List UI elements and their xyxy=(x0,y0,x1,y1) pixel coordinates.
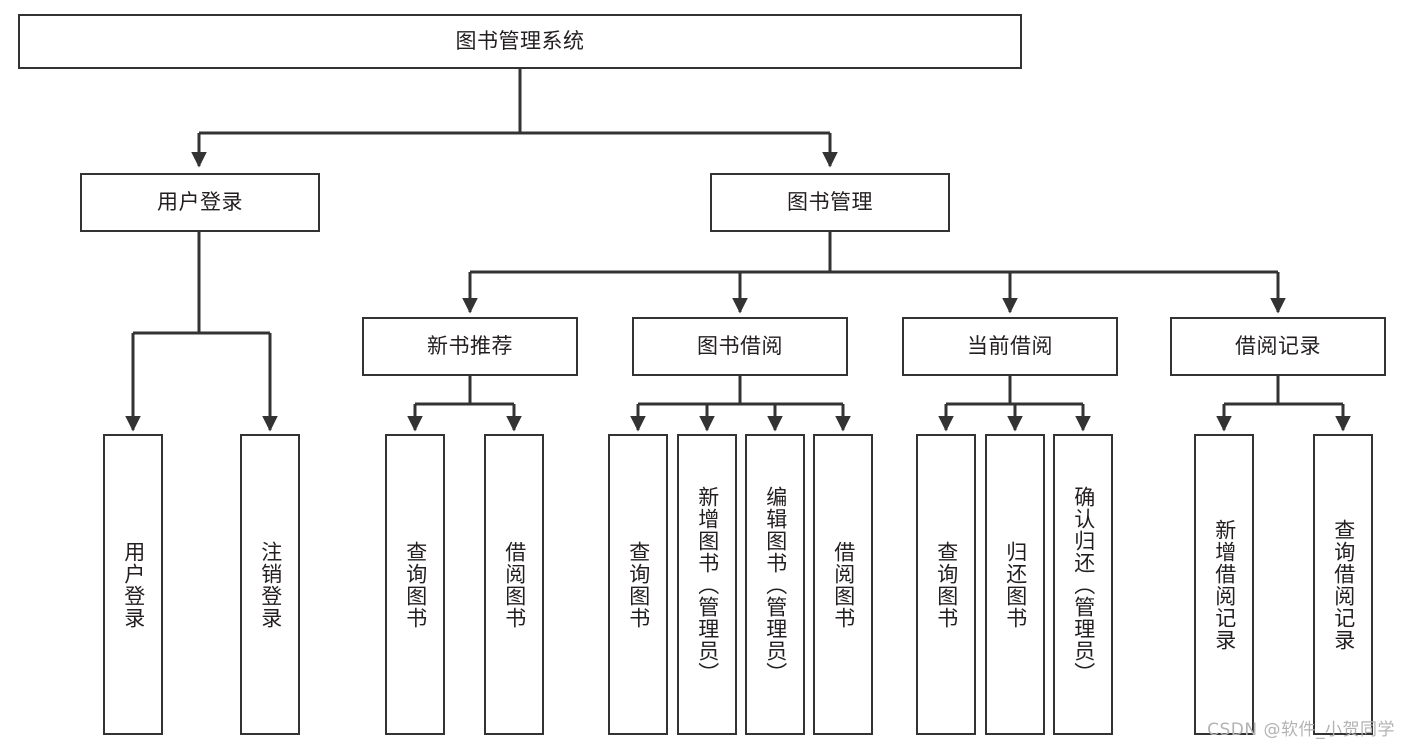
node-label: 查询图书 xyxy=(626,540,651,629)
node-label: 查询图书 xyxy=(934,540,959,629)
node-label: 注销登录 xyxy=(258,540,283,629)
node-root-system[interactable]: 图书管理系统 xyxy=(18,14,1022,69)
node-label: 新增图书（管理员） xyxy=(695,485,720,684)
node-label: 借阅图书 xyxy=(502,540,527,629)
node-label: 新书推荐 xyxy=(427,334,513,359)
leaf-query-borrow-record[interactable]: 查询借阅记录 xyxy=(1313,434,1373,735)
leaf-confirm-return[interactable]: 确认归还（管理员） xyxy=(1053,434,1113,735)
leaf-borrow-book-recommend[interactable]: 借阅图书 xyxy=(484,434,544,735)
leaf-query-book-current[interactable]: 查询图书 xyxy=(916,434,976,735)
node-label: 借阅图书 xyxy=(831,540,856,629)
node-label: 用户登录 xyxy=(157,190,243,215)
leaf-return-book[interactable]: 归还图书 xyxy=(985,434,1045,735)
node-label: 图书管理系统 xyxy=(455,29,585,54)
node-current-borrow[interactable]: 当前借阅 xyxy=(902,317,1118,376)
leaf-logout-login[interactable]: 注销登录 xyxy=(240,434,300,735)
node-label: 图书借阅 xyxy=(697,334,783,359)
node-new-book-recommend[interactable]: 新书推荐 xyxy=(362,317,578,376)
node-label: 借阅记录 xyxy=(1235,334,1321,359)
node-label: 查询借阅记录 xyxy=(1331,518,1356,651)
leaf-edit-book[interactable]: 编辑图书（管理员） xyxy=(745,434,805,735)
leaf-query-book-borrow[interactable]: 查询图书 xyxy=(608,434,668,735)
node-borrow-record[interactable]: 借阅记录 xyxy=(1170,317,1386,376)
node-book-borrow[interactable]: 图书借阅 xyxy=(632,317,848,376)
watermark-text: CSDN @软件_小贺同学 xyxy=(1207,720,1395,740)
node-label: 当前借阅 xyxy=(967,334,1053,359)
leaf-add-borrow-record[interactable]: 新增借阅记录 xyxy=(1194,434,1254,735)
leaf-add-book[interactable]: 新增图书（管理员） xyxy=(677,434,737,735)
node-label: 查询图书 xyxy=(403,540,428,629)
node-label: 新增借阅记录 xyxy=(1212,518,1237,651)
node-label: 编辑图书（管理员） xyxy=(763,485,788,684)
node-user-login[interactable]: 用户登录 xyxy=(80,173,320,232)
node-label: 图书管理 xyxy=(787,190,873,215)
node-label: 归还图书 xyxy=(1003,540,1028,629)
leaf-user-login[interactable]: 用户登录 xyxy=(103,434,163,735)
leaf-query-book-recommend[interactable]: 查询图书 xyxy=(385,434,445,735)
leaf-borrow-book[interactable]: 借阅图书 xyxy=(813,434,873,735)
node-label: 确认归还（管理员） xyxy=(1071,485,1096,684)
node-label: 用户登录 xyxy=(121,540,146,629)
node-book-manage[interactable]: 图书管理 xyxy=(710,173,950,232)
